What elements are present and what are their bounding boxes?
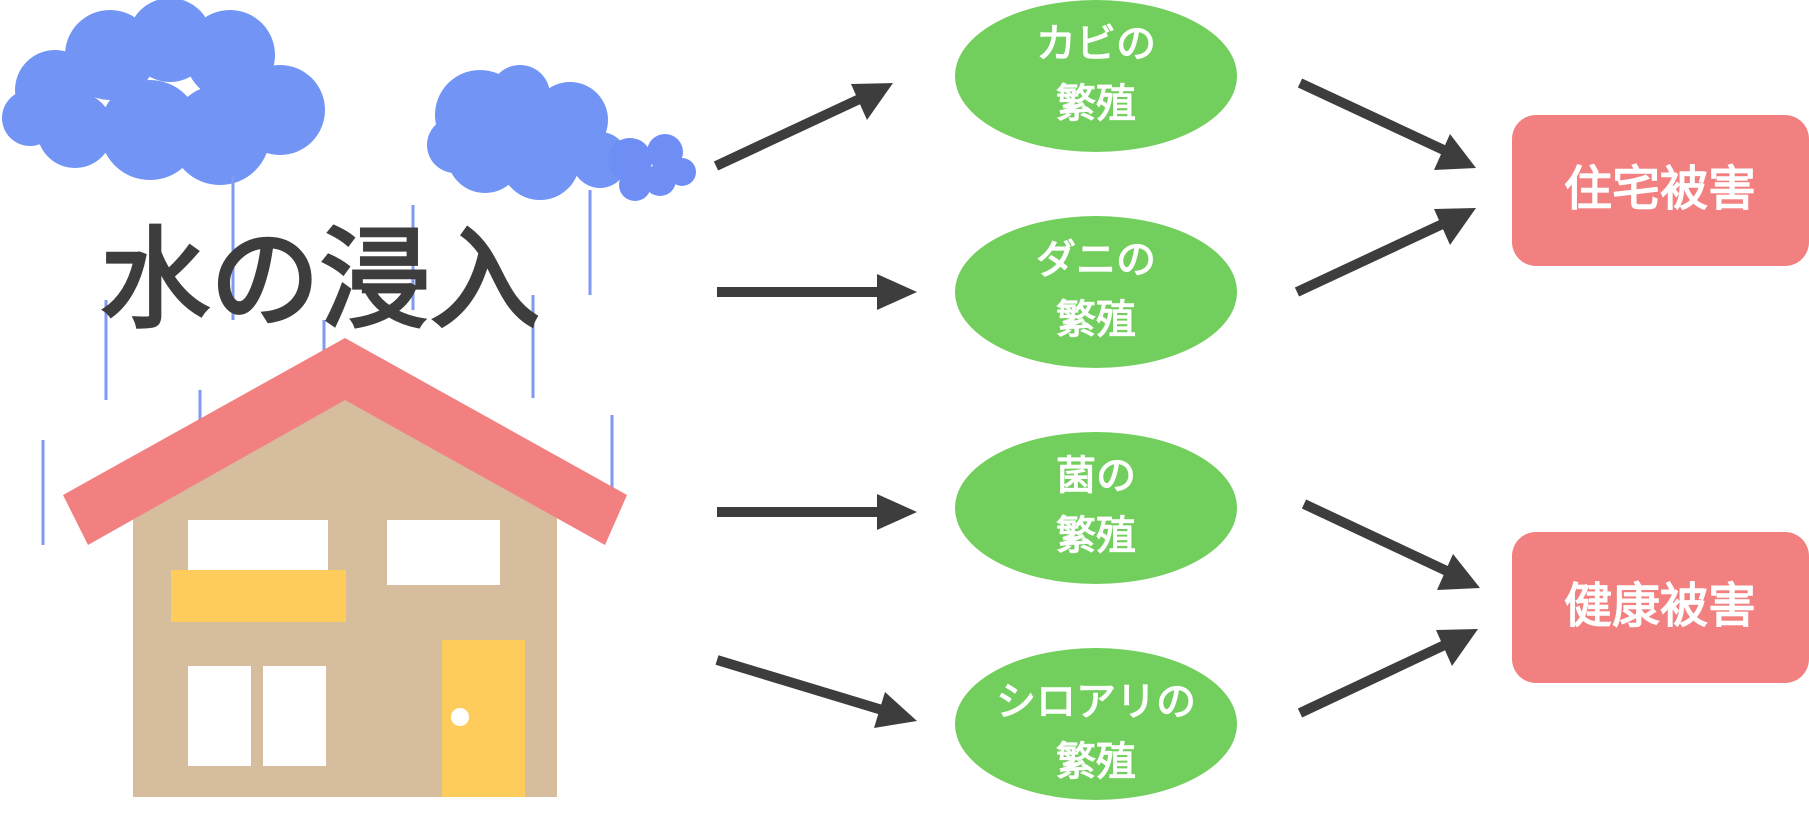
- outcome-health-damage-label: 健康被害: [1564, 578, 1756, 634]
- arrow-mite-to-house-damage: [1294, 208, 1476, 297]
- node-bacteria-line1: 菌の: [1056, 453, 1136, 499]
- arrow-to-mite: [717, 274, 917, 310]
- node-mite-line1: ダニの: [1036, 237, 1156, 283]
- outcome-house-damage: 住宅被害: [1512, 115, 1809, 266]
- arrows-right: [1294, 78, 1480, 718]
- cloud-icon: [2, 0, 325, 185]
- cloud-icon: [427, 65, 628, 200]
- outcome-house-damage-label: 住宅被害: [1564, 161, 1756, 217]
- diagram-title: 水の浸入: [100, 216, 540, 344]
- arrow-to-bacteria: [717, 494, 917, 530]
- node-bacteria: 菌の 繁殖: [955, 432, 1237, 584]
- node-termite-line2: 繁殖: [1056, 739, 1136, 785]
- arrow-bacteria-to-health-damage: [1301, 499, 1480, 590]
- node-termite-line1: シロアリの: [996, 679, 1196, 725]
- node-bacteria-line2: 繁殖: [1056, 513, 1136, 559]
- node-mite-line2: 繁殖: [1056, 297, 1136, 343]
- node-termite: シロアリの 繁殖: [955, 648, 1237, 800]
- node-mold-line2: 繁殖: [1056, 81, 1136, 127]
- node-mold: カビの 繁殖: [955, 0, 1237, 152]
- outcome-health-damage: 健康被害: [1512, 532, 1809, 683]
- house-icon: [63, 338, 627, 797]
- arrows-left: [713, 83, 917, 728]
- arrow-to-mold: [713, 83, 893, 171]
- arrow-termite-to-health-damage: [1297, 629, 1478, 718]
- node-mold-line1: カビの: [1036, 21, 1156, 67]
- arrow-to-termite: [715, 655, 917, 728]
- arrow-mold-to-house-damage: [1297, 78, 1476, 170]
- node-mite: ダニの 繁殖: [955, 216, 1237, 368]
- cloud-icon: [608, 134, 696, 201]
